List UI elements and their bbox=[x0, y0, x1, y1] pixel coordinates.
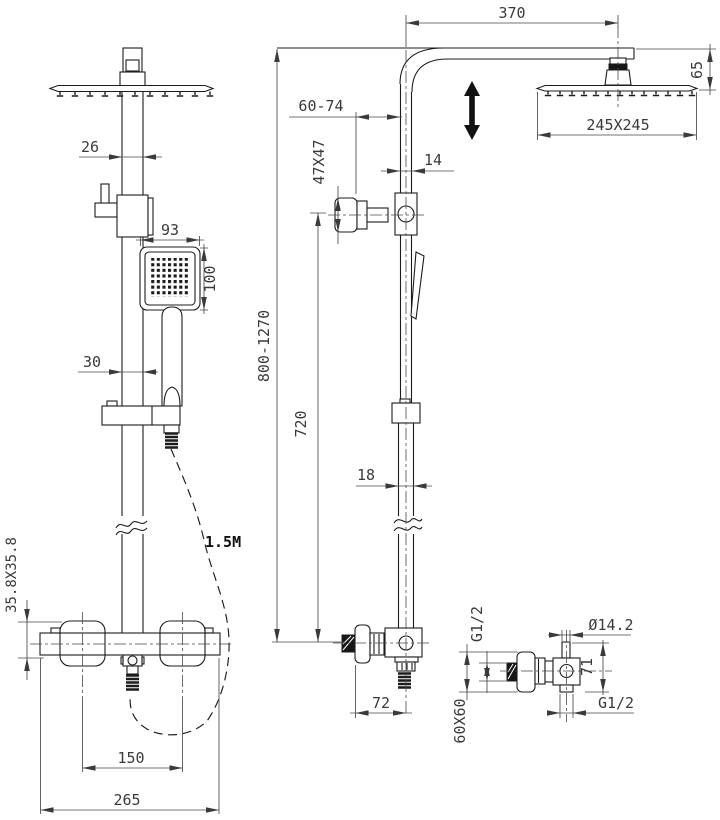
side-mixer-valve bbox=[341, 624, 423, 689]
dim-head-size: 245X245 bbox=[586, 116, 649, 134]
dim-head-drop: 65 bbox=[688, 61, 706, 79]
front-riser-pipe bbox=[115, 92, 148, 633]
dim-arm-reach: 370 bbox=[498, 4, 525, 22]
dim-lower-tube: 18 bbox=[357, 466, 375, 484]
side-arm-and-riser bbox=[277, 47, 635, 628]
side-overhead-shower bbox=[535, 57, 699, 97]
dim-inlet-thread: G1/2 bbox=[468, 606, 486, 642]
side-wall-bracket bbox=[334, 192, 418, 236]
dim-outlet-thread: G1/2 bbox=[598, 694, 634, 712]
dim-valve-height: 71 bbox=[578, 658, 596, 676]
dimensions-detail: G1/2 60X60 Ø14.2 71 G1/2 bbox=[451, 606, 634, 744]
front-head-connector bbox=[119, 47, 146, 87]
hose-spring bbox=[163, 432, 180, 449]
dim-spigot-diameter: Ø14.2 bbox=[588, 616, 633, 634]
detail-view bbox=[500, 630, 612, 722]
dim-wall-offset: 60-74 bbox=[298, 97, 343, 115]
side-view bbox=[277, 26, 699, 716]
dim-riser-lower-width: 30 bbox=[83, 353, 101, 371]
dim-plate-size: 60X60 bbox=[451, 698, 469, 743]
dim-riser-upper-width: 26 bbox=[81, 138, 99, 156]
front-overhead-plate bbox=[48, 84, 215, 97]
front-view bbox=[30, 47, 232, 736]
dimensions-side: 370 65 245X245 60-74 47X47 14 800-1270 7… bbox=[255, 4, 716, 718]
centerlines bbox=[328, 26, 619, 716]
dim-valve-depth: 72 bbox=[372, 694, 390, 712]
dim-upper-tube: 14 bbox=[424, 151, 442, 169]
outlet-spring bbox=[396, 672, 413, 689]
front-mixer-valve bbox=[30, 612, 232, 700]
dim-overall-height: 800-1270 bbox=[255, 310, 273, 382]
hand-shower-handle bbox=[161, 306, 183, 407]
spray-nozzle-grid bbox=[150, 258, 189, 297]
outlet-spring bbox=[124, 674, 141, 691]
front-slide-holder bbox=[101, 400, 181, 449]
dim-bracket-size: 47X47 bbox=[310, 139, 328, 184]
dim-hose-length: 1.5M bbox=[205, 533, 241, 551]
dim-inlet-spacing: 150 bbox=[117, 749, 144, 767]
pipe-break-symbol bbox=[393, 518, 423, 532]
dim-handset-width: 93 bbox=[161, 221, 179, 239]
dimensions-front: 26 93 100 30 1.5M 35.8X35.8 150 265 bbox=[4, 138, 241, 814]
pipe-break-symbol bbox=[115, 520, 148, 536]
shower-hose bbox=[129, 448, 230, 736]
front-diverter bbox=[94, 183, 154, 238]
height-adjust-arrow-icon bbox=[464, 81, 480, 140]
front-hand-shower bbox=[139, 246, 201, 407]
dim-riser-travel: 720 bbox=[292, 410, 310, 437]
hand-shower-profile bbox=[410, 251, 425, 320]
dim-valve-width: 265 bbox=[113, 791, 140, 809]
dim-handset-height: 100 bbox=[201, 265, 219, 292]
dim-valve-section: 35.8X35.8 bbox=[4, 537, 20, 613]
